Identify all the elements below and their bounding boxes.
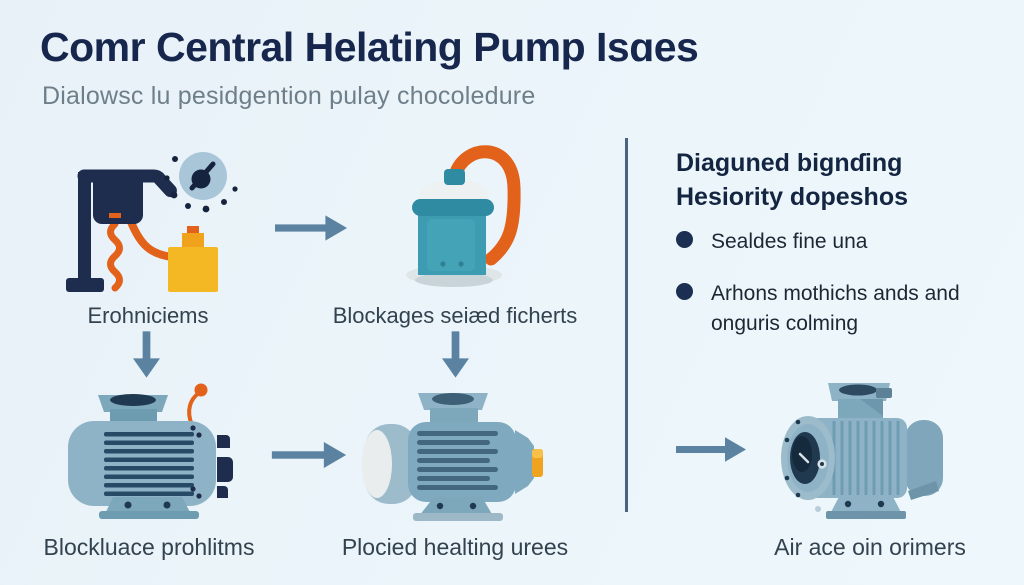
expansion-tank-hose-icon: [370, 133, 550, 298]
bullet-text: Arhons mothichs ands and onguris colming: [711, 282, 960, 335]
right-panel-heading-line2: Hesiority dopeshos: [676, 183, 908, 211]
right-panel-bullets: Sealdes fine una Arhons mothichs ands an…: [676, 227, 986, 361]
step-label-blockages: Blockages seiæd ficherts: [332, 303, 578, 328]
bullet-dot-icon: [676, 231, 693, 248]
step-label-plocied: Plocied healting urees: [341, 534, 569, 560]
ribbed-pump-motor-icon: [40, 373, 270, 523]
arrow-down-icon: [133, 331, 160, 378]
arrow-right-icon: [275, 215, 347, 241]
thermostat-wiring-icon: [45, 130, 255, 300]
right-panel-heading-line1: Diaguned bignɗing: [676, 149, 903, 177]
side-face-pump-motor-icon: [355, 375, 575, 525]
arrow-down-icon: [442, 331, 469, 378]
section-divider: [625, 138, 628, 512]
bullet-dot-icon: [676, 283, 693, 300]
arrow-right-icon: [270, 442, 348, 468]
right-pump-label: Air ace oin orimers: [774, 534, 966, 560]
step-label-blockluace: Blockluace prohlitms: [43, 534, 255, 560]
page-title: Comr Central Helating Pump Isɑes: [40, 24, 699, 70]
step-label-erohniciems: Erohniciems: [87, 303, 209, 328]
flange-pump-motor-icon: [760, 368, 990, 523]
bullet-item: Arhons mothichs ands and onguris colming: [676, 279, 986, 339]
bullet-item: Sealdes fine una: [676, 227, 986, 257]
bullet-text: Sealdes fine una: [711, 230, 868, 253]
page-subtitle: Dialowsc lu pesidgention pulay chocoledu…: [42, 82, 536, 110]
arrow-right-icon: [676, 437, 746, 462]
right-panel-heading: Diaguned bignɗing Hesiority dopeshos: [676, 146, 1006, 214]
